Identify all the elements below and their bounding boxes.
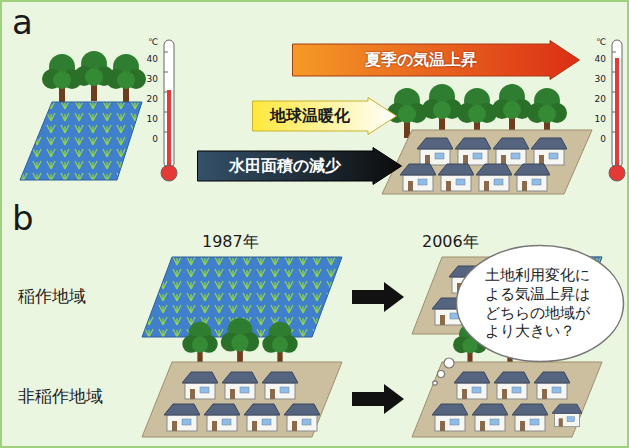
house — [514, 164, 550, 191]
year-label: 1987年 — [202, 232, 259, 251]
tree — [262, 322, 297, 366]
label-slot: 0 — [152, 127, 158, 146]
arrow-shape: 地球温暖化 — [252, 97, 397, 135]
tree — [492, 84, 532, 134]
label-slot: ℃ — [148, 30, 158, 49]
label-slot: 2006年 — [422, 232, 479, 251]
thought-trail — [433, 358, 454, 385]
tree — [221, 318, 259, 366]
house — [432, 404, 468, 431]
house — [512, 404, 548, 431]
label-slot: a — [12, 2, 33, 43]
label-slot: b — [12, 198, 34, 239]
scale-number: 10 — [147, 114, 158, 125]
house — [222, 372, 258, 399]
tree — [182, 322, 217, 366]
house — [454, 372, 490, 399]
scale-number: 30 — [147, 74, 158, 85]
label-slot: 非稲作地域 — [18, 386, 103, 406]
tree — [422, 84, 462, 134]
label-slot: 20 — [147, 87, 158, 106]
label-slot: 30 — [147, 67, 158, 86]
scale-number: 20 — [147, 94, 158, 105]
panel-letter: a — [12, 2, 33, 43]
arrow-shape: 夏季の気温上昇 — [292, 40, 580, 80]
house — [531, 138, 567, 165]
scale-number: 0 — [600, 134, 606, 145]
arrow-text: 地球温暖化 — [270, 106, 350, 126]
house — [455, 138, 491, 165]
label-slot: 1987年 — [202, 232, 259, 251]
arrow-shape: 水田面積の減少 — [197, 147, 402, 185]
house — [494, 372, 530, 399]
label-slot: ℃ — [596, 30, 606, 49]
change-arrow — [352, 282, 404, 312]
tree — [106, 54, 146, 104]
paddy-field — [20, 102, 142, 180]
label-slot: 10 — [595, 107, 606, 126]
scale-number: 40 — [147, 54, 158, 65]
arrow-body — [253, 98, 397, 135]
change-arrow — [352, 384, 404, 414]
house — [182, 372, 218, 399]
region-label: 非稲作地域 — [18, 386, 103, 406]
thought-bubble: 土地利用変化による気温上昇はどちらの地域がより大きい？ — [455, 244, 625, 363]
arrow-text: 水田面積の減少 — [229, 156, 341, 176]
scale-number: 10 — [595, 114, 606, 125]
bubble-text: 土地利用変化による気温上昇はどちらの地域がより大きい？ — [485, 266, 595, 341]
house — [472, 404, 508, 431]
urban-ground — [382, 130, 592, 194]
panel-letter: b — [12, 198, 34, 239]
scale-number: 40 — [595, 54, 606, 65]
scale-number: 0 — [152, 134, 158, 145]
house — [262, 372, 298, 399]
house — [417, 138, 453, 165]
label-slot: 10 — [147, 107, 158, 126]
house — [244, 404, 280, 431]
house — [552, 404, 582, 427]
label-slot: 稲作地域 — [18, 286, 86, 306]
house — [400, 164, 436, 191]
house — [476, 164, 512, 191]
scale-number: ℃ — [596, 37, 606, 48]
scale-number: ℃ — [148, 37, 158, 48]
house — [534, 372, 570, 399]
arrow-text: 夏季の気温上昇 — [365, 50, 477, 70]
house — [284, 404, 320, 431]
bubble-ellipse — [457, 246, 624, 362]
label-slot: 40 — [595, 47, 606, 66]
house — [438, 164, 474, 191]
label-slot: 40 — [147, 47, 158, 66]
label-slot: 20 — [595, 87, 606, 106]
thermometer — [609, 40, 625, 181]
year-label: 2006年 — [422, 232, 479, 251]
label-slot: 30 — [595, 67, 606, 86]
thermometer — [161, 40, 177, 181]
house — [164, 404, 200, 431]
region-label: 稲作地域 — [18, 286, 86, 306]
urban-ground — [412, 362, 602, 437]
urban-ground — [142, 362, 342, 437]
house — [204, 404, 240, 431]
house — [493, 138, 529, 165]
arrow-body — [293, 41, 580, 80]
scale-number: 20 — [595, 94, 606, 105]
arrow-body — [198, 148, 402, 185]
scale-number: 30 — [595, 74, 606, 85]
label-slot: 0 — [600, 127, 606, 146]
